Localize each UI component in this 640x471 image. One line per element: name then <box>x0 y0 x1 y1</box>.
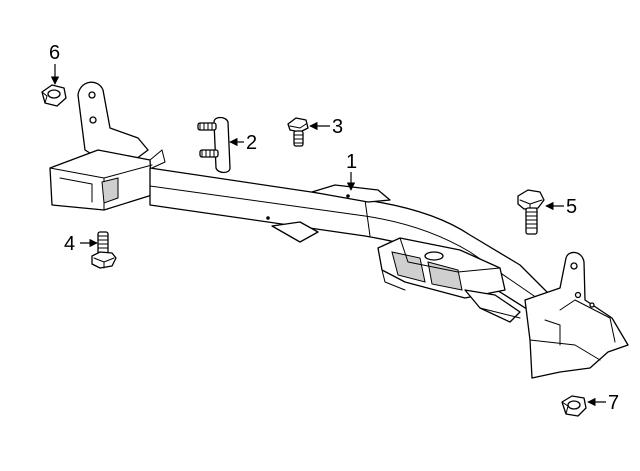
bolt-4 <box>91 231 117 269</box>
left-bracket-hole-upper <box>88 91 96 99</box>
nut-7 <box>561 395 587 417</box>
hitch-receiver-assembly <box>49 81 629 379</box>
callout-1-label: 1 <box>346 151 357 173</box>
bolt-5 <box>517 189 545 235</box>
left-end-box <box>49 149 153 211</box>
center-top-tab <box>311 184 391 203</box>
stud-plate <box>197 116 231 174</box>
callout-4-label: 4 <box>64 233 75 255</box>
right-bracket-plate <box>524 251 629 379</box>
bolt-3 <box>287 117 309 147</box>
left-bracket-hole-lower <box>89 116 97 124</box>
nut-6 <box>41 84 67 107</box>
callout-6-label: 6 <box>49 42 60 64</box>
callout-5-label: 5 <box>566 196 577 218</box>
right-bracket-hole <box>570 262 578 270</box>
callout-7-label: 7 <box>608 392 619 414</box>
callout-3-label: 3 <box>332 116 343 138</box>
callout-2-label: 2 <box>246 132 257 154</box>
